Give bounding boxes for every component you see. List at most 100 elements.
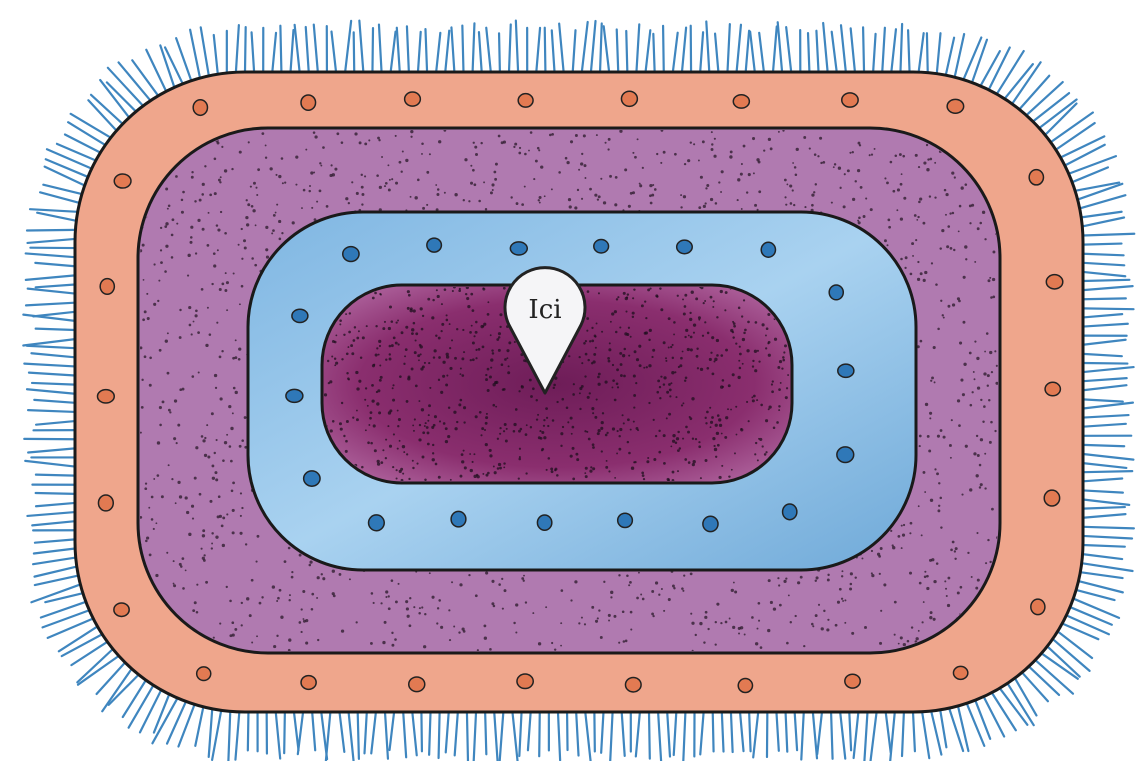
core-speckle <box>712 306 714 308</box>
purple-speckle <box>988 399 990 401</box>
core-speckle <box>679 447 681 449</box>
core-speckle <box>722 379 725 382</box>
core-speckle <box>581 385 584 388</box>
fringe-strand <box>908 30 909 72</box>
core-speckle <box>530 426 532 428</box>
purple-speckle <box>883 583 886 586</box>
purple-speckle <box>931 558 934 561</box>
core-speckle <box>419 424 421 426</box>
purple-speckle <box>199 493 202 496</box>
purple-speckle <box>173 437 176 440</box>
core-speckle <box>378 411 381 414</box>
fringe-strand <box>294 712 299 750</box>
core-speckle <box>575 453 578 456</box>
core-speckle <box>514 341 516 343</box>
core-speckle <box>492 404 495 407</box>
purple-speckle <box>902 534 905 537</box>
core-speckle <box>585 353 588 356</box>
core-speckle <box>436 289 438 291</box>
core-speckle <box>482 345 485 348</box>
purple-speckle <box>637 138 639 140</box>
core-speckle <box>380 376 383 379</box>
core-speckle <box>706 411 709 414</box>
purple-speckle <box>339 573 342 576</box>
core-speckle <box>487 368 490 371</box>
purple-speckle <box>280 616 283 619</box>
core-speckle <box>360 357 362 359</box>
purple-speckle <box>414 196 417 199</box>
fringe-strand <box>364 712 366 753</box>
fringe-strand <box>291 30 294 72</box>
core-speckle <box>487 472 490 475</box>
purple-speckle <box>144 487 147 490</box>
purple-speckle <box>388 607 391 610</box>
purple-speckle <box>919 435 922 438</box>
core-speckle <box>630 336 632 338</box>
core-speckle <box>494 381 497 384</box>
purple-speckle <box>794 166 797 169</box>
core-speckle <box>463 421 465 423</box>
purple-speckle <box>218 495 221 498</box>
fringe-strand <box>214 35 218 74</box>
core-speckle <box>670 346 672 348</box>
core-speckle <box>622 414 624 416</box>
purple-speckle <box>229 634 232 637</box>
purple-speckle <box>149 553 152 556</box>
purple-speckle <box>240 515 242 517</box>
fringe-strand <box>519 712 521 756</box>
purple-speckle <box>737 178 740 181</box>
fringe-strand <box>636 24 639 72</box>
purple-speckle <box>785 577 787 579</box>
core-speckle <box>378 354 380 356</box>
core-speckle <box>684 305 687 308</box>
core-speckle <box>612 379 615 382</box>
purple-speckle <box>977 227 980 230</box>
purple-speckle <box>929 417 931 419</box>
core-speckle <box>327 360 329 362</box>
purple-speckle <box>852 198 855 201</box>
fringe-strand <box>955 34 965 77</box>
fringe-strand <box>412 712 416 755</box>
fringe-strand <box>446 712 449 752</box>
core-speckle <box>530 395 533 398</box>
purple-speckle <box>167 372 170 375</box>
purple-speckle <box>930 380 932 382</box>
purple-speckle <box>232 482 235 485</box>
core-speckle <box>647 288 650 291</box>
outer-band-dot <box>621 91 637 106</box>
purple-speckle <box>202 439 205 442</box>
core-speckle <box>351 352 354 355</box>
fringe-strand <box>1061 136 1105 157</box>
fringe-strand <box>841 25 846 72</box>
purple-speckle <box>838 167 841 170</box>
core-speckle <box>397 410 399 412</box>
core-speckle <box>692 463 695 466</box>
core-speckle <box>461 374 464 377</box>
purple-speckle <box>179 336 182 339</box>
purple-speckle <box>309 185 311 187</box>
fringe-strand <box>295 25 300 72</box>
purple-speckle <box>850 583 853 586</box>
fringe-strand <box>36 493 75 494</box>
core-speckle <box>505 440 508 443</box>
core-speckle <box>443 422 446 425</box>
core-speckle <box>334 364 336 366</box>
purple-speckle <box>410 130 413 133</box>
purple-speckle <box>811 623 814 626</box>
purple-speckle <box>172 218 175 221</box>
core-speckle <box>339 323 341 325</box>
purple-speckle <box>226 309 228 311</box>
fringe-strand <box>674 712 677 755</box>
purple-speckle <box>656 153 658 155</box>
core-speckle <box>672 440 675 443</box>
core-speckle <box>665 360 667 362</box>
purple-speckle <box>261 132 264 135</box>
purple-speckle <box>918 201 921 204</box>
core-speckle <box>669 389 672 392</box>
purple-speckle <box>194 601 197 604</box>
purple-speckle <box>909 572 912 575</box>
purple-speckle <box>684 163 686 165</box>
purple-speckle <box>201 435 204 438</box>
fringe-strand <box>539 712 540 756</box>
core-speckle <box>696 348 698 350</box>
